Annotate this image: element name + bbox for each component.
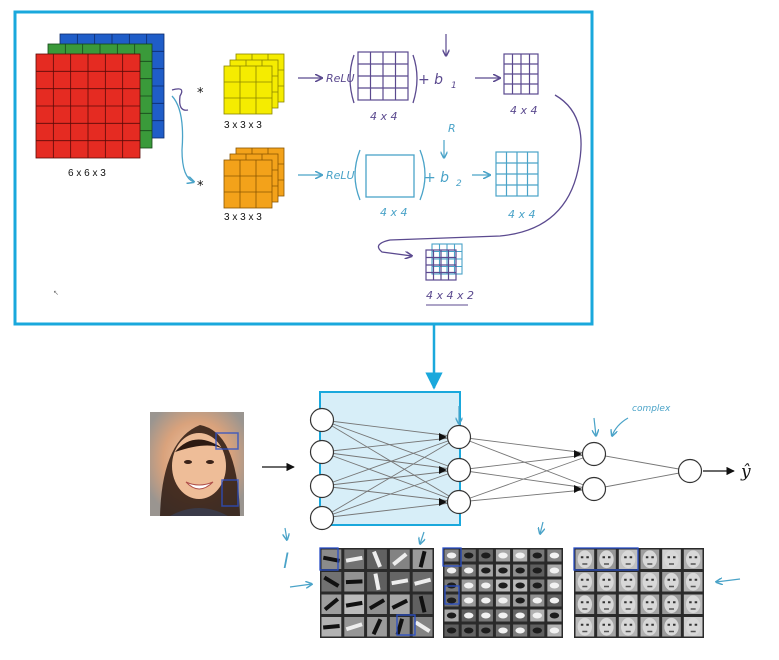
branch-arrow-1 bbox=[171, 88, 189, 111]
edge-l1-l2 bbox=[321, 501, 460, 519]
merge-curve bbox=[377, 94, 582, 256]
filter1-label: 3 x 3 x 3 bbox=[224, 120, 262, 131]
bias1: + b bbox=[418, 72, 443, 88]
edge-arrowhead bbox=[439, 433, 447, 441]
stack-layer-back bbox=[431, 243, 463, 275]
bias2: + b bbox=[424, 170, 449, 186]
branch-arrow-2 bbox=[171, 95, 194, 182]
edge-l1-l2 bbox=[321, 451, 460, 471]
filter-1 bbox=[223, 53, 285, 115]
feature-panel-edges bbox=[319, 547, 434, 638]
out2-label: 4 x 4 bbox=[508, 208, 536, 221]
edge-l2-l3 bbox=[458, 488, 595, 503]
filter-layer-front bbox=[223, 159, 273, 209]
edge-l2-l3 bbox=[458, 469, 595, 490]
edge-l1-l2 bbox=[321, 419, 460, 471]
out1-label: 4 x 4 bbox=[510, 104, 538, 117]
relu2-text: ReLU bbox=[326, 169, 355, 182]
output-y-hat: ŷ bbox=[740, 462, 751, 482]
hidden1-node bbox=[309, 407, 335, 433]
hidden2-node bbox=[446, 424, 472, 450]
left-mark: l bbox=[283, 549, 289, 573]
feature-panel-parts bbox=[442, 547, 563, 638]
hidden2-node bbox=[446, 457, 472, 483]
edge-l2-l3 bbox=[458, 453, 595, 503]
hidden1-node bbox=[309, 439, 335, 465]
edge-arrowhead bbox=[574, 485, 582, 493]
annot-arrow-1 bbox=[612, 417, 629, 436]
activation-grid-1 bbox=[503, 53, 539, 95]
relu2-paren-left bbox=[354, 149, 361, 201]
annot-arrow-2 bbox=[594, 417, 596, 436]
stacked-label: 4 x 4 x 2 bbox=[426, 289, 474, 302]
input-label: 6 x 6 x 3 bbox=[68, 168, 106, 179]
bias1-sub: 1 bbox=[451, 81, 457, 91]
annot-arrow-8 bbox=[716, 579, 741, 582]
filter-layer-front bbox=[223, 65, 273, 115]
out1-grid bbox=[503, 53, 539, 95]
network-edges bbox=[321, 419, 691, 519]
relu1-paren-right bbox=[412, 54, 418, 104]
edge-l1-l2 bbox=[321, 436, 460, 519]
edge-arrowhead bbox=[439, 466, 447, 474]
edge-l2-l3 bbox=[458, 436, 595, 490]
filter2-label: 3 x 3 x 3 bbox=[224, 212, 262, 223]
hidden2-node bbox=[446, 489, 472, 515]
filter-2 bbox=[223, 147, 285, 209]
feature-panel-faces bbox=[573, 547, 704, 638]
out1-pre-grid bbox=[357, 51, 409, 101]
relu2-paren-right bbox=[419, 149, 426, 201]
relu1-paren-left bbox=[349, 54, 355, 104]
hidden1-node bbox=[309, 473, 335, 499]
edge-arrowhead bbox=[439, 498, 447, 506]
network-nodes bbox=[309, 407, 703, 531]
hidden1-node bbox=[309, 505, 335, 531]
cursor-mark: ↖ bbox=[53, 289, 59, 297]
edge-l3-l4 bbox=[593, 470, 691, 490]
conv-star-2: * bbox=[197, 179, 204, 194]
input-volume bbox=[35, 33, 165, 159]
hidden3-node bbox=[581, 476, 607, 502]
highlight-box bbox=[319, 391, 461, 526]
edge-l1-l2 bbox=[321, 436, 460, 487]
bias2-annotation: R bbox=[448, 122, 456, 135]
relu1-text: ReLU bbox=[326, 72, 355, 85]
edge-l2-l3 bbox=[458, 453, 595, 471]
pre-activation-grid-1 bbox=[357, 51, 409, 101]
out2-pre-box bbox=[365, 154, 415, 198]
edge-l3-l4 bbox=[593, 453, 691, 472]
activation-grid-2 bbox=[495, 151, 539, 197]
complex-annotation: complex bbox=[632, 404, 671, 414]
input-channel-red bbox=[35, 53, 141, 159]
out2-grid bbox=[495, 151, 539, 197]
annot-arrow-6 bbox=[285, 527, 287, 540]
conv-star-1: * bbox=[197, 86, 204, 101]
annot-arrow-4 bbox=[420, 531, 424, 544]
output-node bbox=[677, 458, 703, 484]
edge-l2-l3 bbox=[458, 436, 595, 455]
out1-pre-label: 4 x 4 bbox=[370, 110, 398, 123]
stacked-output bbox=[425, 243, 463, 281]
out2-pre-label: 4 x 4 bbox=[380, 206, 408, 219]
face-photo bbox=[150, 412, 244, 516]
annot-arrow-5 bbox=[540, 521, 543, 534]
edge-l1-l2 bbox=[321, 436, 460, 453]
bias2-sub: 2 bbox=[456, 179, 462, 189]
edge-l1-l2 bbox=[321, 419, 460, 438]
edge-l1-l2 bbox=[321, 469, 460, 519]
annot-arrow-7 bbox=[289, 584, 312, 587]
stack-layer-front bbox=[425, 249, 457, 281]
edge-arrowhead bbox=[574, 450, 582, 458]
hidden3-node bbox=[581, 441, 607, 467]
